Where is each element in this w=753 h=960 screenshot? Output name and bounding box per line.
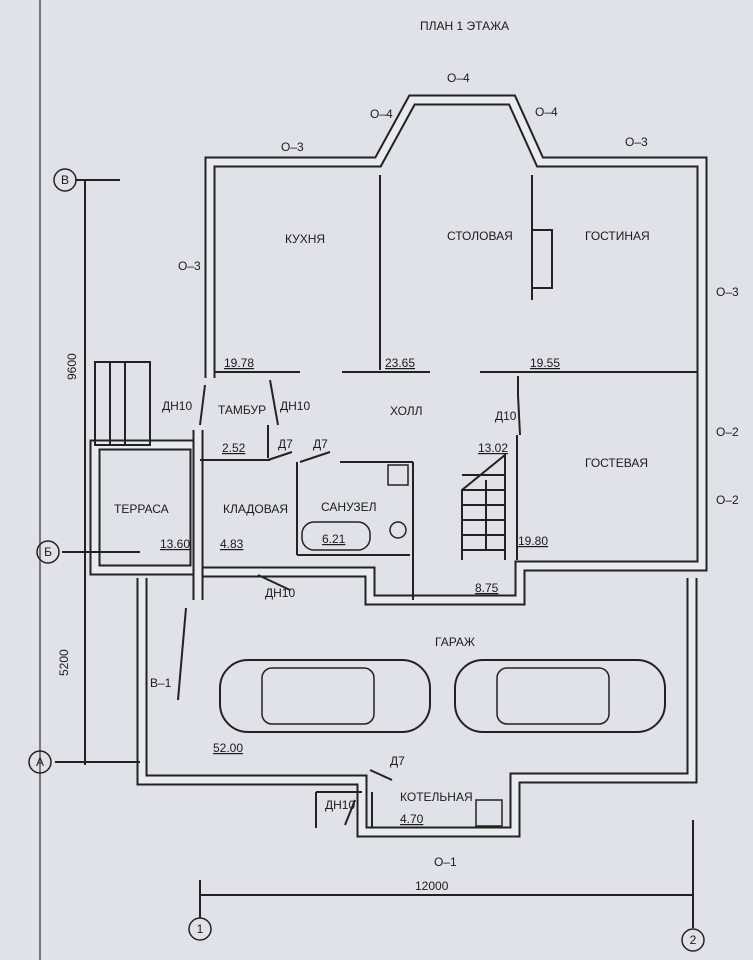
axis-label-1: 1 xyxy=(197,922,204,936)
room-living-area: 19.55 xyxy=(530,356,560,370)
car-left-icon xyxy=(219,659,431,733)
room-storage-name: КЛАДОВАЯ xyxy=(223,502,288,516)
room-kitchen-name: КУХНЯ xyxy=(285,232,325,246)
room-dining-area: 23.65 xyxy=(385,356,415,370)
dimension-9600: 9600 xyxy=(65,353,79,380)
door-label: ДН10 xyxy=(162,399,192,413)
door-label: ДН10 xyxy=(325,798,355,812)
window-label: О–4 xyxy=(370,107,393,121)
car-right-icon xyxy=(454,659,666,733)
walls xyxy=(89,94,708,838)
room-bathroom-area: 6.21 xyxy=(322,532,346,546)
fireplace-icon xyxy=(531,229,553,289)
window-label: О–1 xyxy=(434,855,457,869)
room-boiler-area: 4.70 xyxy=(400,812,424,826)
window-label: О–3 xyxy=(178,259,201,273)
axis-label-2: 2 xyxy=(690,933,697,947)
room-garage-name: ГАРАЖ xyxy=(435,635,475,649)
room-dining-name: СТОЛОВАЯ xyxy=(447,229,513,243)
axis-marker-a xyxy=(28,750,52,774)
dimension-5200: 5200 xyxy=(57,649,71,676)
axis-label-v: В xyxy=(61,173,69,187)
axis-label-b: Б xyxy=(44,545,52,559)
door-label: В–1 xyxy=(150,676,172,690)
room-terrace-area: 13.60 xyxy=(160,537,190,551)
axis-marker-b xyxy=(36,540,60,564)
window-label: О–3 xyxy=(625,135,648,149)
staircase-icon xyxy=(461,452,506,560)
door-label: Д7 xyxy=(390,754,405,768)
axis-label-a: А xyxy=(36,755,44,769)
room-tambur-area: 2.52 xyxy=(222,441,246,455)
room-kitchen-area: 19.78 xyxy=(224,356,254,370)
axis-marker-2 xyxy=(681,928,705,952)
room-boiler-name: КОТЕЛЬНАЯ xyxy=(400,790,473,804)
axis-marker-v xyxy=(53,168,77,192)
window-label: О–4 xyxy=(447,71,470,85)
toilet-icon xyxy=(389,521,407,539)
room-hall-name: ХОЛЛ xyxy=(390,404,423,418)
interior-walls xyxy=(94,175,697,828)
plan-title: ПЛАН 1 ЭТАЖА xyxy=(420,19,509,33)
room-guest-name: ГОСТЕВАЯ xyxy=(585,456,648,470)
door-label: Д7 xyxy=(278,437,293,451)
window-label: О–3 xyxy=(281,140,304,154)
room-tambur-name: ТАМБУР xyxy=(218,403,266,417)
room-stair-area: 8.75 xyxy=(475,581,499,595)
window-label: О–2 xyxy=(716,493,739,507)
window-label: О–2 xyxy=(716,425,739,439)
room-bathroom-name: САНУЗЕЛ xyxy=(321,500,377,514)
axis-marker-1 xyxy=(188,917,212,941)
room-living-name: ГОСТИНАЯ xyxy=(585,229,650,243)
window-label: О–4 xyxy=(535,105,558,119)
room-hall-area: 13.02 xyxy=(478,441,508,455)
room-guest-area: 19.80 xyxy=(518,534,548,548)
sink-icon xyxy=(387,464,409,486)
dimension-12000: 12000 xyxy=(415,879,449,893)
door-label: ДН10 xyxy=(265,586,295,600)
door-label: Д10 xyxy=(495,409,517,423)
window-label: О–3 xyxy=(716,285,739,299)
terrace-steps xyxy=(94,361,151,446)
boiler-icon xyxy=(475,799,503,827)
room-storage-area: 4.83 xyxy=(220,537,244,551)
room-terrace-name: ТЕРРАСА xyxy=(114,502,169,516)
room-garage-area: 52.00 xyxy=(213,741,243,755)
door-label: ДН10 xyxy=(280,399,310,413)
door-swings xyxy=(177,379,521,826)
door-label: Д7 xyxy=(313,437,328,451)
bathtub-icon xyxy=(301,521,371,551)
dimension-lines xyxy=(55,179,694,928)
